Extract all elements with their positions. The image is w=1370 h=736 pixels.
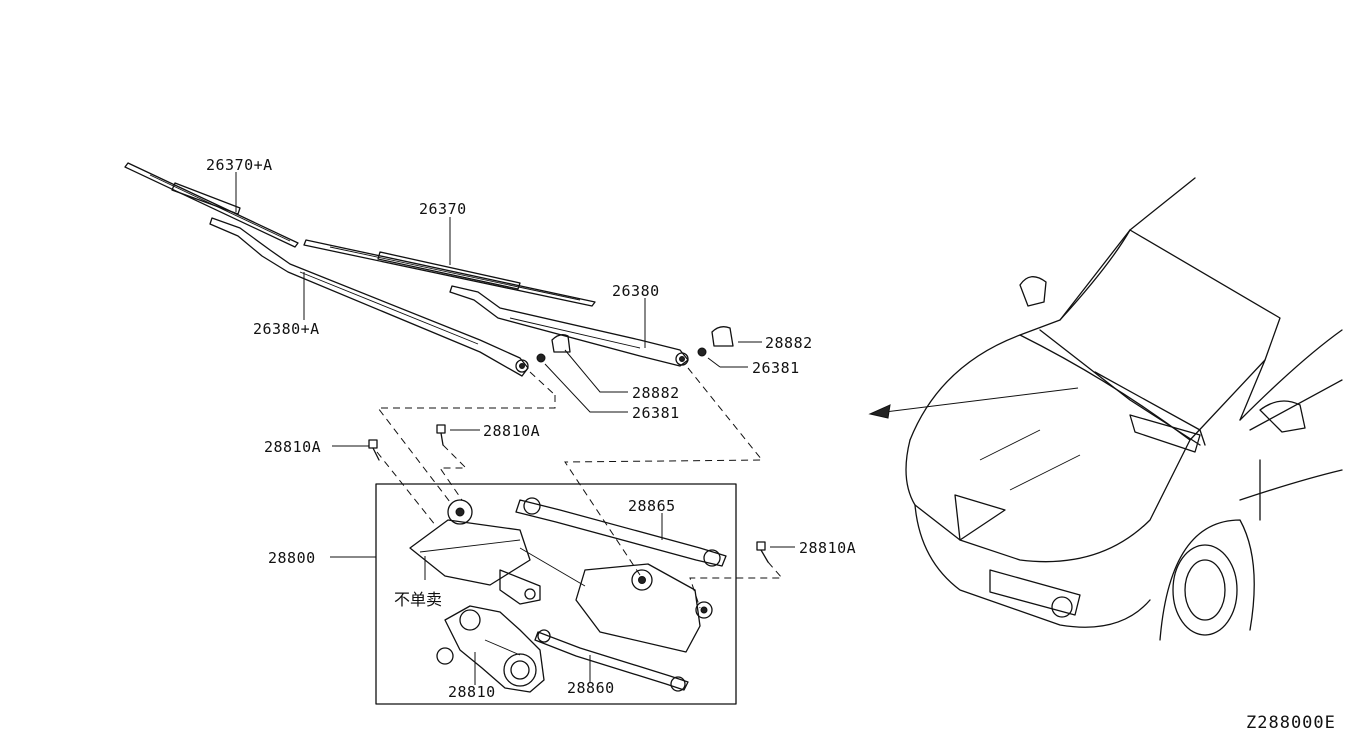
bolt-left[interactable] (368, 439, 380, 461)
label-blade-assist: 26370+A (206, 156, 273, 174)
label-motor: 28810 (448, 683, 496, 701)
wiper-arm-driver[interactable] (449, 285, 689, 367)
wiper-motor[interactable] (436, 605, 545, 693)
label-bolt-upper: 28810A (483, 422, 540, 440)
dashed-guides (376, 367, 784, 609)
pivot-nut-center[interactable] (536, 353, 546, 363)
diagram-code: Z288000E (1246, 713, 1336, 733)
label-assembly: 28800 (268, 549, 316, 567)
pivot-nut-right[interactable] (697, 347, 707, 357)
label-arm-assist: 26380+A (253, 320, 320, 338)
assembly-frame (375, 483, 737, 705)
label-link-upper: 28865 (628, 497, 676, 515)
linkage-assembly[interactable] (409, 499, 713, 653)
pivot-cap-right[interactable] (711, 326, 734, 347)
label-nut-center: 26381 (632, 404, 680, 422)
link-rod-lower[interactable] (534, 629, 689, 692)
pivot-cap-center[interactable] (551, 334, 571, 353)
leader-lines (235, 172, 795, 685)
label-not-sold-separately: 不单卖 (394, 590, 442, 609)
wiper-blade-driver[interactable] (303, 239, 596, 307)
vehicle-illustration (905, 177, 1343, 641)
link-rod-upper[interactable] (515, 497, 727, 567)
label-cap-center: 28882 (632, 384, 680, 402)
label-nut-right: 26381 (752, 359, 800, 377)
label-cap-right: 28882 (765, 334, 813, 352)
label-bolt-left: 28810A (264, 438, 321, 456)
label-blade-driver: 26370 (419, 200, 467, 218)
bolt-upper[interactable] (436, 424, 446, 446)
bolt-right[interactable] (756, 541, 769, 563)
label-bolt-right: 28810A (799, 539, 856, 557)
wiper-arm-assist[interactable] (209, 217, 529, 377)
wiper-blade-assist[interactable] (124, 162, 299, 248)
pointer-arrow (868, 387, 1079, 419)
label-link-lower: 28860 (567, 679, 615, 697)
label-arm-driver: 26380 (612, 282, 660, 300)
